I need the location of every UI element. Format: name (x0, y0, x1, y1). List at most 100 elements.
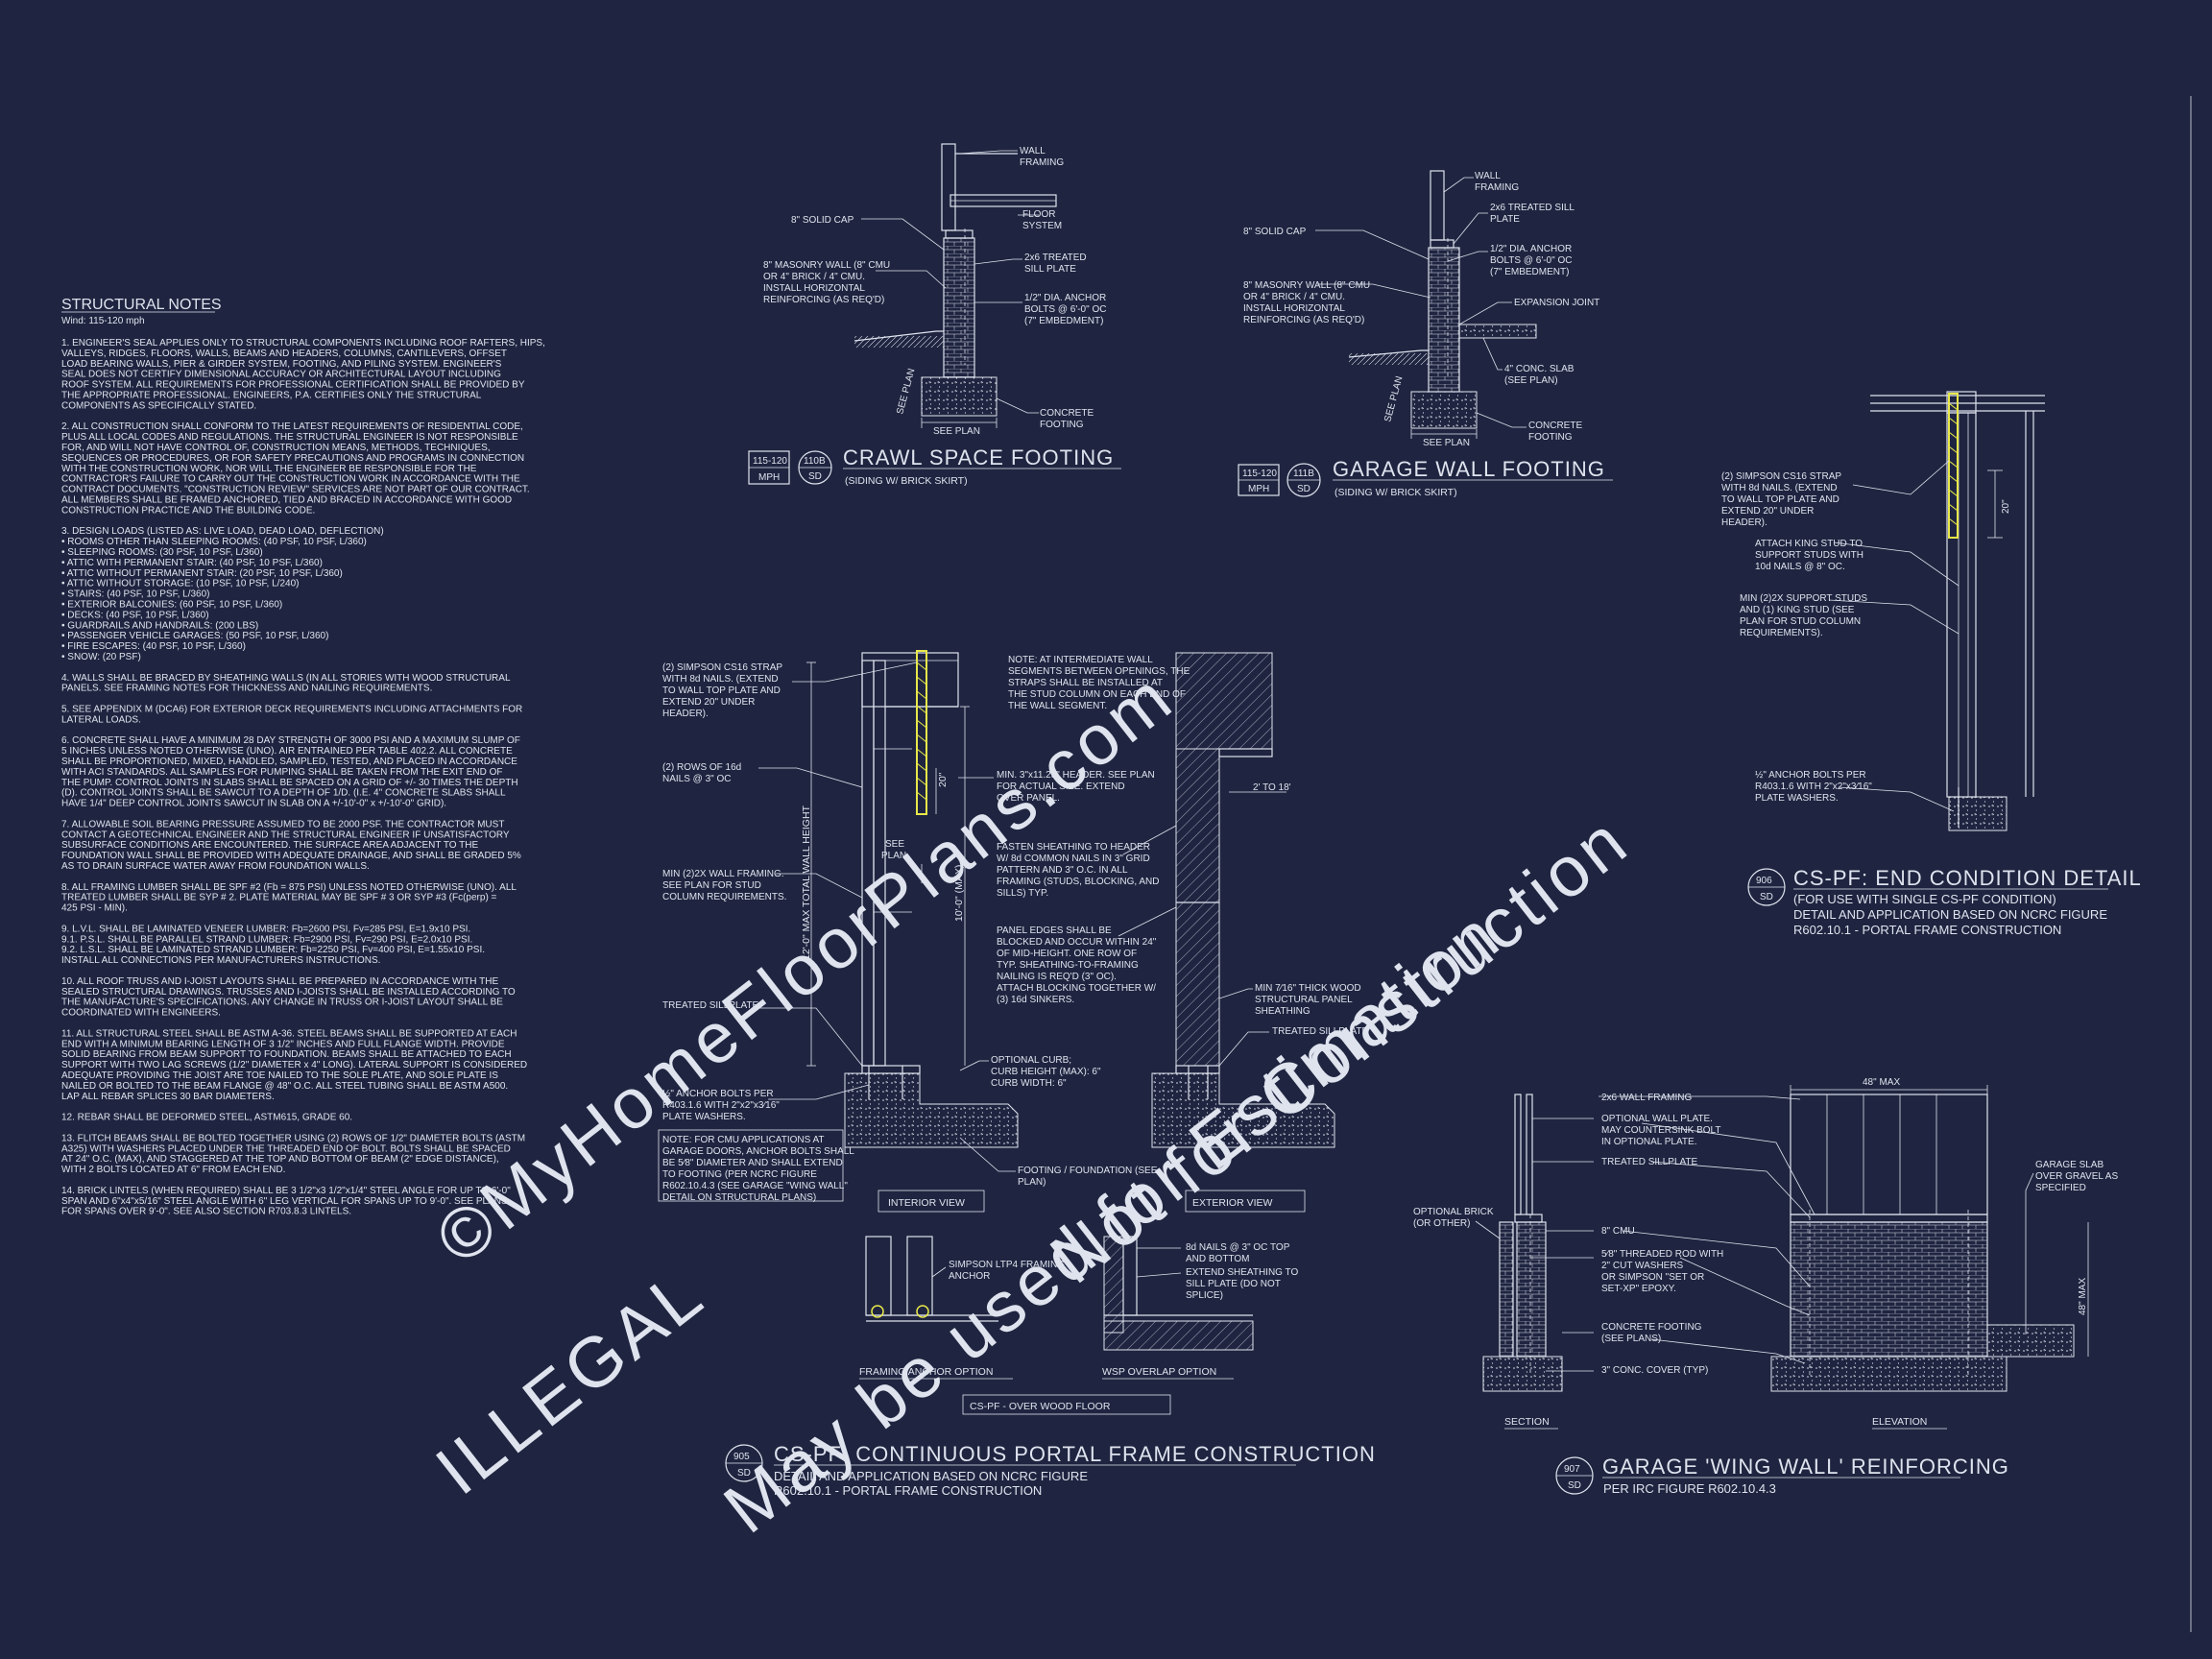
portal-note-5: THE WALL SEGMENT. (1008, 701, 1107, 711)
wing-title: GARAGE 'WING WALL' REINFORCING (1602, 1455, 2009, 1479)
structural-note-line: 425 PSI - MIN). (61, 903, 128, 914)
structural-note-line: FOR, AND WILL NOT HAVE CONTROL OF, CONST… (61, 443, 491, 453)
interior-view-label: INTERIOR VIEW (888, 1197, 965, 1209)
structural-note-line: 9.1. P.S.L. SHALL BE PARALLEL STRAND LUM… (61, 934, 472, 945)
portal-note-1: NOTE: AT INTERMEDIATE WALL (1008, 655, 1153, 665)
portal-cmu-5: R602.10.4.3 (SEE GARAGE "WING WALL" (662, 1181, 848, 1191)
portal-panel-6: ATTACH BLOCKING TOGETHER W/ (997, 983, 1156, 994)
portal-header-2: FOR ACTUAL SIZE. EXTEND (997, 781, 1125, 792)
structural-note-line: ADEQUATE PROVIDING THE JOIST ARE TOE NAI… (61, 1070, 498, 1081)
ltp4-label-2: ANCHOR (949, 1271, 990, 1282)
end-strap-3: TO WALL TOP PLATE AND (1721, 494, 1839, 505)
structural-note-line: 14. BRICK LINTELS (WHEN REQUIRED) SHALL … (61, 1186, 511, 1196)
structural-note-line: SEAL DOES NOT CERTIFY DIMENSIONAL ACCURA… (61, 370, 501, 380)
crawl-wind-bottom: MPH (758, 472, 780, 483)
end-strap-1: (2) SIMPSON CS16 STRAP (1721, 471, 1841, 482)
structural-note-line: 1. ENGINEER'S SEAL APPLIES ONLY TO STRUC… (61, 338, 545, 349)
detail-garage-wall-footing: SEE PLAN SEE PLAN WALL FRAMING 2x6 TREAT… (1238, 170, 1613, 498)
garage-label-slab-1: 4" CONC. SLAB (1504, 364, 1575, 374)
portal-curb-2: CURB HEIGHT (MAX): 6" (991, 1067, 1101, 1077)
portal-wsp-2: STRUCTURAL PANEL (1255, 995, 1353, 1005)
crawl-subtitle: (SIDING W/ BRICK SKIRT) (845, 475, 968, 487)
portal-fasten-4: FRAMING (STUDS, BLOCKING, AND (997, 877, 1159, 887)
structural-note-line: 9. L.V.L. SHALL BE LAMINATED VENEER LUMB… (61, 924, 470, 934)
wing-footing-1: CONCRETE FOOTING (1601, 1322, 1702, 1333)
structural-note-line: WITH 2 BOLTS LOCATED AT 6" FROM EACH END… (61, 1165, 285, 1175)
garage-label-bolt-3: (7" EMBEDMENT) (1490, 267, 1569, 277)
structural-note-line: 8. ALL FRAMING LUMBER SHALL BE SPF #2 (F… (61, 882, 517, 893)
wing-brick-2: (OR OTHER) (1413, 1218, 1470, 1229)
garage-footing-subtitle: (SIDING W/ BRICK SKIRT) (1334, 487, 1457, 498)
ltp4-label-1: SIMPSON LTP4 FRAMING (949, 1260, 1065, 1270)
ltp4-anchor-right (916, 1305, 929, 1318)
structural-note-line: 10. ALL ROOF TRUSS AND I-JOIST LAYOUTS S… (61, 976, 498, 987)
crawl-label-masonry-3: INSTALL HORIZONTAL (763, 283, 865, 294)
crawl-see-plan-vertical: SEE PLAN (895, 368, 917, 416)
wing-cover: 3" CONC. COVER (TYP) (1601, 1365, 1708, 1376)
structural-note-line: LOAD BEARING WALLS, PIER & GIRDER SYSTEM… (61, 359, 502, 370)
wing-rod-3: OR SIMPSON "SET OR (1601, 1272, 1704, 1283)
portal-see-plan-1: SEE (885, 839, 904, 850)
structural-note-line: • SNOW: (20 PSF) (61, 652, 141, 662)
wing-footing-2: (SEE PLANS) (1601, 1334, 1661, 1344)
garage-wind-top: 115-120 (1242, 469, 1277, 479)
end-strap-2: WITH 8d NAILS. (EXTEND (1721, 483, 1838, 493)
end-footing (1948, 796, 2008, 831)
end-anchor-2: R403.1.6 WITH 2"x2"x3⁄16" (1755, 781, 1872, 792)
portal-footing-1: FOOTING / FOUNDATION (SEE (1018, 1166, 1158, 1176)
crawl-wind-top: 115-120 (753, 456, 787, 467)
garage-label-footing-1: CONCRETE (1528, 421, 1582, 431)
watermark-line-2: ILLEGAL (421, 1253, 719, 1510)
structural-note-line: WITH THE CONSTRUCTION WORK, NOR WILL THE… (61, 464, 477, 474)
portal-rows-2: NAILS @ 3" OC (662, 774, 732, 784)
portal-strap-yellow (916, 650, 927, 815)
end-stud-column (1946, 412, 1977, 798)
detail-portal-frame: 12'-0" MAX TOTAL WALL HEIGHT 10'-0" (MAX… (658, 650, 1375, 1498)
structural-note-line: • ROOMS OTHER THAN SLEEPING ROOMS: (40 P… (61, 537, 367, 547)
wsp-nails-1: 8d NAILS @ 3" OC TOP (1186, 1242, 1290, 1253)
structural-note-line: 4. WALLS SHALL BE BRACED BY SHEATHING WA… (61, 673, 511, 684)
crawl-label-bolt-2: BOLTS @ 6'-0" OC (1024, 304, 1106, 315)
portal-treated-sillplate-right: TREATED SILLPLATE (1272, 1026, 1369, 1037)
crawl-detail-number: 110B (804, 456, 826, 467)
portal-wsp-1: MIN 7⁄16" THICK WOOD (1255, 983, 1361, 994)
end-subtitle-1: (FOR USE WITH SINGLE CS-PF CONDITION) (1793, 892, 2056, 906)
portal-note-4: THE STUD COLUMN ON EACH END OF (1008, 689, 1186, 700)
structural-note-line: INSTALL ALL CONNECTIONS PER MANUFACTURER… (61, 955, 380, 966)
end-sheet-ref: SD (1760, 892, 1773, 902)
garage-see-plan-vertical: SEE PLAN (1382, 375, 1405, 423)
structural-note-line: 6. CONCRETE SHALL HAVE A MINIMUM 28 DAY … (61, 735, 520, 746)
structural-note-line: CONTACT A GEOTECHNICAL ENGINEER AND THE … (61, 830, 510, 840)
structural-note-line: 3. DESIGN LOADS (LISTED AS: LIVE LOAD, D… (61, 526, 384, 537)
garage-footing-title: GARAGE WALL FOOTING (1333, 457, 1605, 481)
portal-treated-sillplate: TREATED SILLPLATE (662, 1000, 759, 1011)
wing-slab-2: OVER GRAVEL AS (2035, 1171, 2118, 1182)
garage-label-framing: FRAMING (1475, 182, 1519, 193)
structural-note-line: VALLEYS, RIDGES, FLOORS, WALLS, BEAMS AN… (61, 349, 507, 359)
crawl-label-masonry-4: REINFORCING (AS REQ'D) (763, 295, 884, 305)
structural-note-line: • STAIRS: (40 PSF, 10 PSF, L/360) (61, 589, 210, 600)
portal-min-framing-2: SEE PLAN FOR STUD (662, 880, 761, 891)
over-wood-floor-box (962, 1394, 1171, 1415)
ltp4-anchor-left (871, 1305, 884, 1318)
portal-fasten-3: PATTERN AND 3" O.C. IN ALL (997, 865, 1128, 876)
structural-note-line: SOLID BEARING FROM BEAM SUPPORT TO FOUND… (61, 1049, 512, 1060)
wing-elevation-cmu (1790, 1221, 1988, 1358)
wing-owp-2: MAY COUNTERSINK BOLT (1601, 1125, 1720, 1136)
garage-label-wall: WALL (1475, 171, 1501, 181)
portal-ext-sheathing (1175, 748, 1220, 1067)
structural-note-line: FOUNDATION WALL SHALL BE PROVIDED WITH A… (61, 851, 521, 861)
structural-notes: STRUCTURAL NOTES Wind: 115-120 mph 1. EN… (61, 297, 545, 1217)
portal-anchor-3: PLATE WASHERS. (662, 1112, 746, 1122)
end-anchor-1: ½" ANCHOR BOLTS PER (1755, 770, 1866, 781)
garage-label-expansion: EXPANSION JOINT (1514, 298, 1599, 308)
wing-section-label: SECTION (1504, 1416, 1550, 1428)
portal-fasten-2: W/ 8d COMMON NAILS IN 3" GRID (997, 854, 1150, 864)
crawl-label-footing-1: CONCRETE (1040, 408, 1094, 419)
structural-note-line: CONSTRUCTION PRACTICE AND THE BUILDING C… (61, 505, 315, 516)
end-king-2: SUPPORT STUDS WITH (1755, 550, 1863, 561)
structural-note-line: THE APPROPRIATE PROFESSIONAL. ENGINEERS,… (61, 391, 482, 401)
end-anchor-3: PLATE WASHERS. (1755, 793, 1839, 804)
structural-note-line: • PASSENGER VEHICLE GARAGES: (50 PSF, 10… (61, 631, 328, 641)
